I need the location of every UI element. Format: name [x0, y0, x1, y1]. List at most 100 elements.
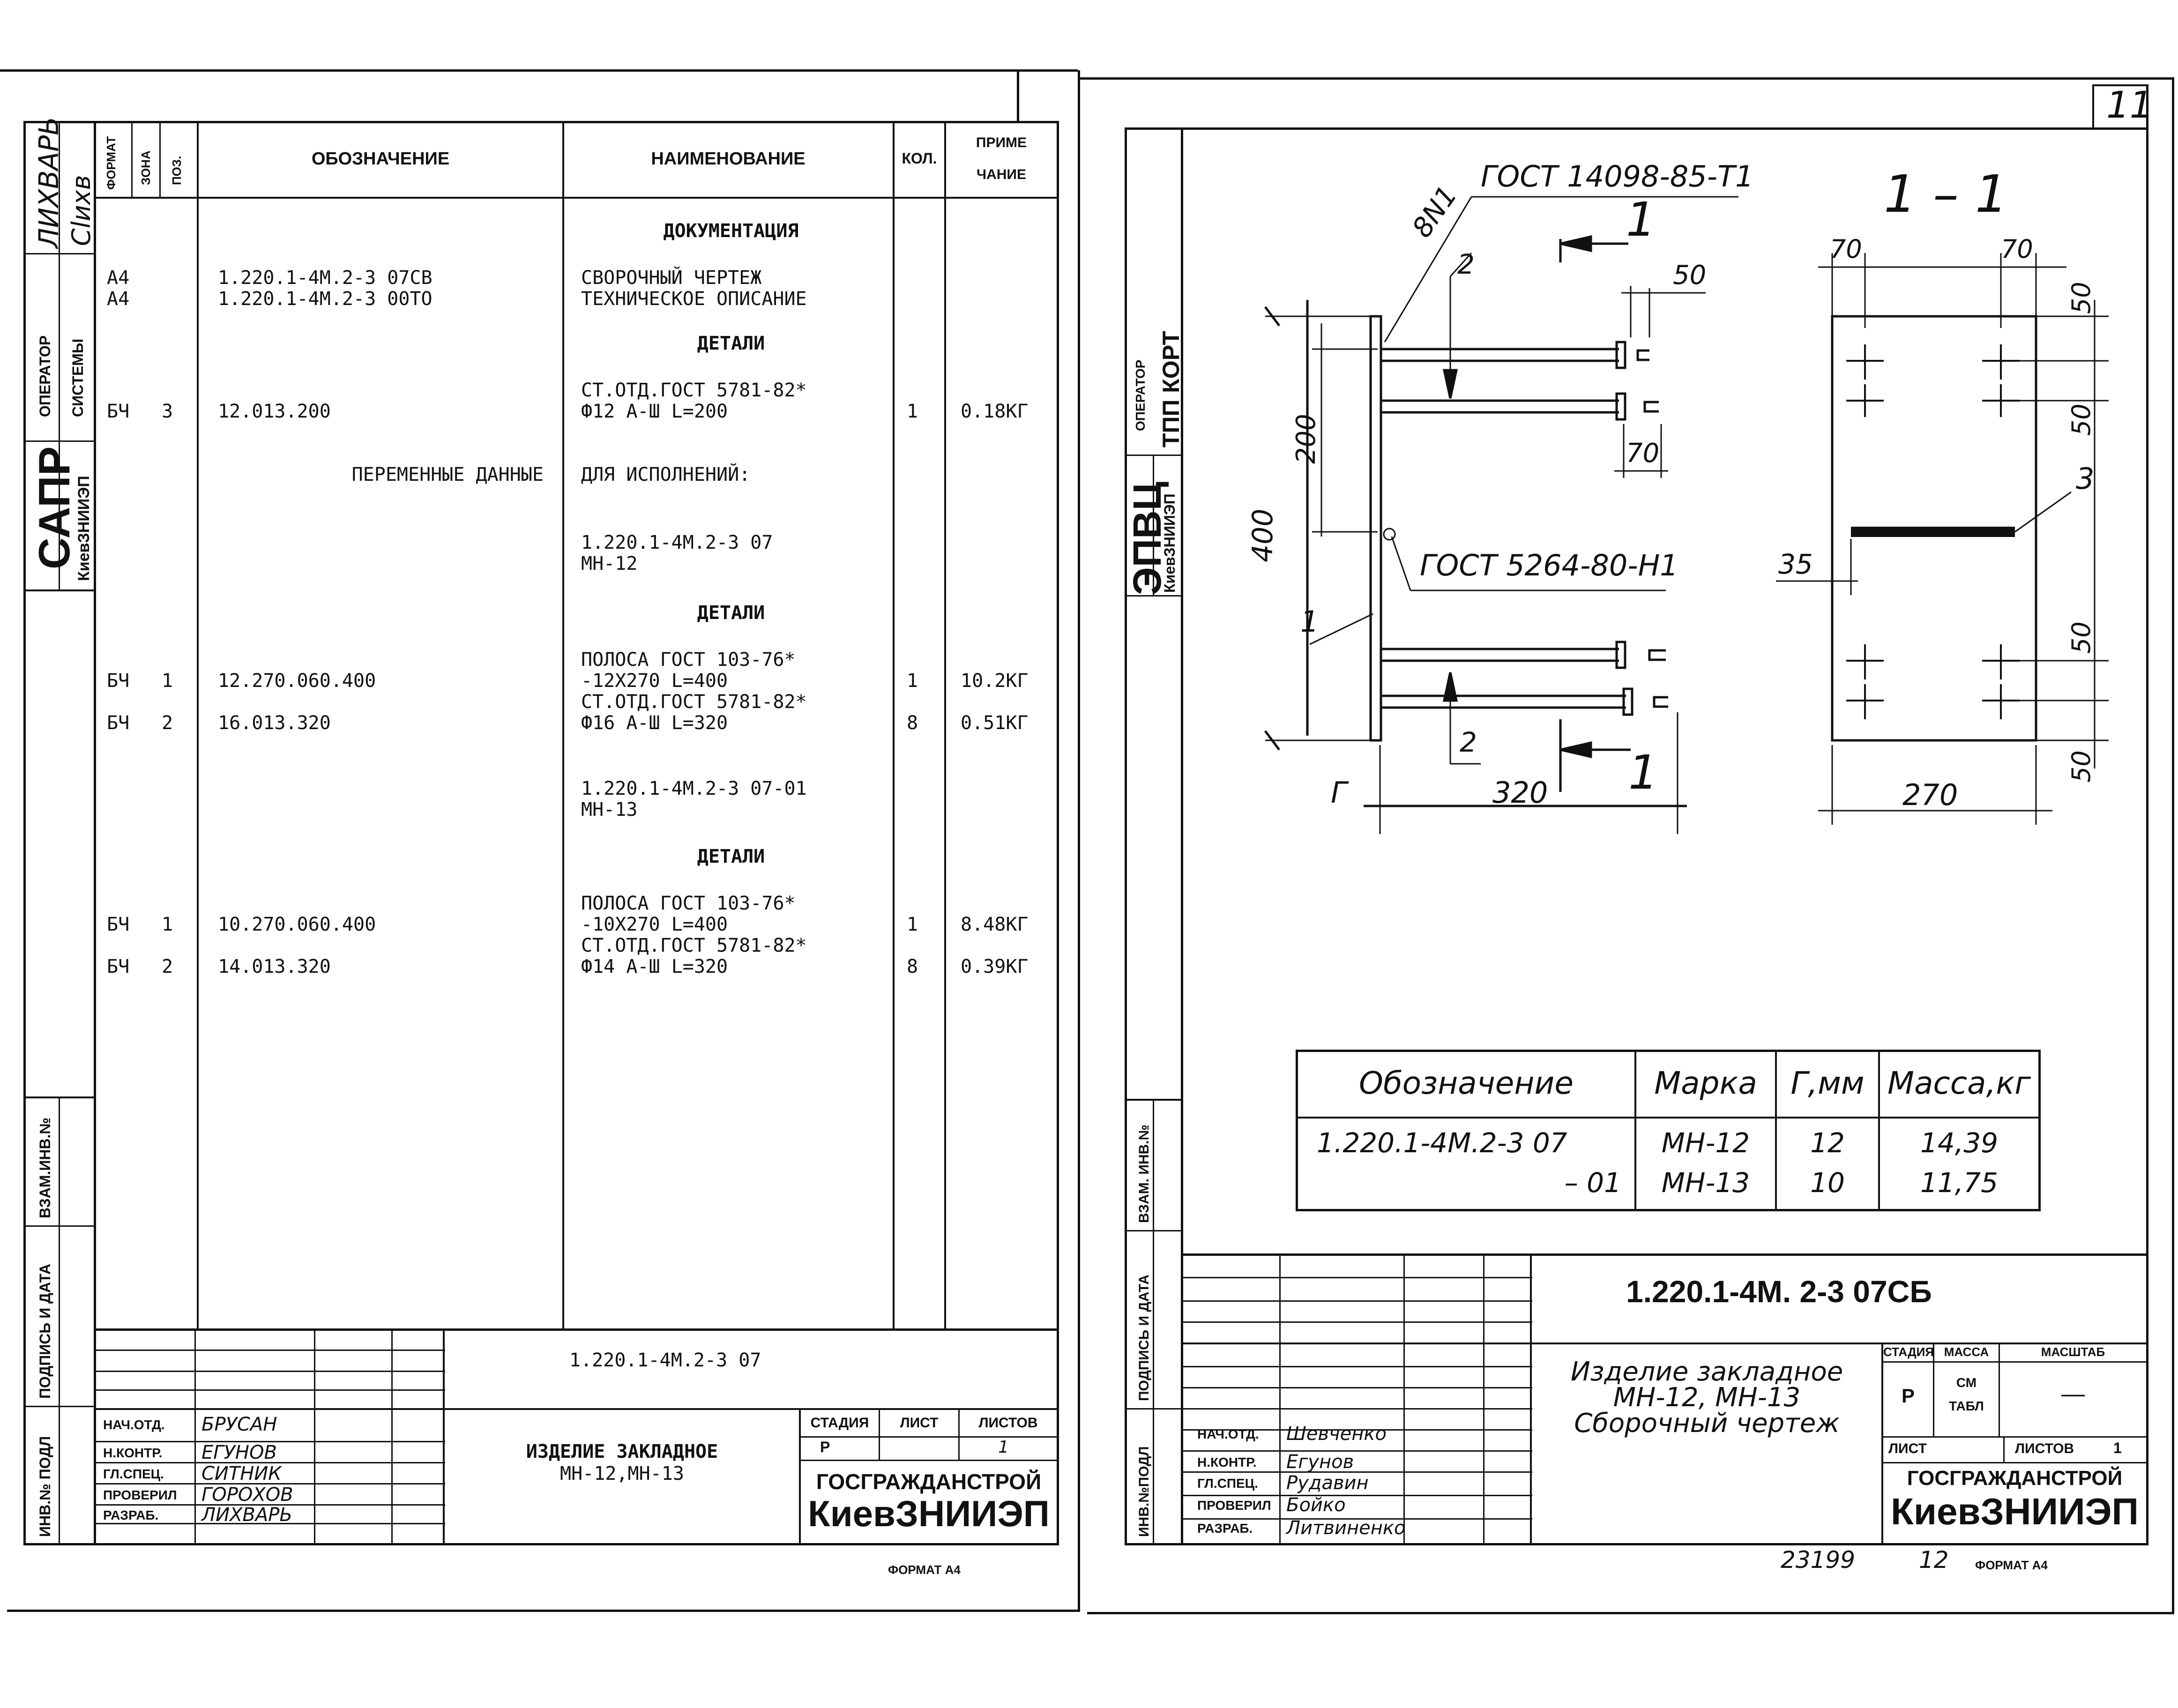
- spec-name: -10Х270 L=400: [581, 914, 728, 935]
- right-stamp-title-3: Сборочный чертеж: [1574, 1408, 1840, 1439]
- spec-name: ПОЛОСА ГОСТ 103-76*: [581, 893, 796, 914]
- stamp-role-name: Литвиненко: [1286, 1517, 1406, 1539]
- side-sapr: САПР: [30, 446, 79, 569]
- spec-section-heading: ДЕТАЛИ: [697, 602, 765, 624]
- variants-cell: 12: [1810, 1127, 1845, 1159]
- left-sheets: 1: [998, 1438, 1009, 1457]
- variants-header-cell: Марка: [1654, 1065, 1757, 1101]
- right-scale: —: [2061, 1380, 2085, 1407]
- variants-cell: 11,75: [1920, 1167, 1999, 1199]
- spec-format: БЧ: [107, 712, 130, 734]
- variants-cell: 14,39: [1920, 1127, 1999, 1159]
- stamp-role-name: Егунов: [1286, 1451, 1354, 1473]
- right-mass-2: ТАБЛ: [1949, 1399, 1984, 1413]
- right-stage: Р: [1901, 1385, 1915, 1407]
- section-label: 1 – 1: [1884, 164, 2008, 224]
- right-mass-label: МАССА: [1944, 1345, 1989, 1359]
- spec-name: Ф12 А-Ш L=200: [581, 401, 728, 422]
- cut-2-bottom: 2: [1460, 726, 1477, 758]
- right-mass-1: СМ: [1956, 1375, 1977, 1390]
- right-stamp-title-1: Изделие закладное: [1570, 1357, 1843, 1387]
- right-scale-label: МАСШТАБ: [2041, 1345, 2105, 1359]
- anchor-bars: [1381, 341, 1668, 716]
- hdr-qty: КОЛ.: [902, 150, 937, 167]
- spec-name: СТ.ОТД.ГОСТ 5781-82*: [581, 691, 807, 713]
- sec-50-c: 50: [2066, 621, 2096, 654]
- hdr-format: ФОРМАТ: [104, 136, 118, 190]
- spec-name: 1.220.1-4М.2-3 07-01: [581, 778, 807, 799]
- left-format: ФОРМАТ А4: [888, 1563, 961, 1577]
- spec-designation: 16.013.320: [218, 712, 331, 734]
- left-org-1: ГОСГРАЖДАНСТРОЙ: [816, 1469, 1042, 1494]
- pos-1-label: 1: [1300, 604, 1319, 639]
- stamp-role-name: Рудавин: [1286, 1472, 1369, 1494]
- left-stamp-title-1: ИЗДЕЛИЕ ЗАКЛАДНОЕ: [526, 1441, 718, 1462]
- spec-qty: 1: [907, 914, 918, 935]
- stamp-role-label: НАЧ.ОТД.: [103, 1417, 165, 1432]
- spec-name: СТ.ОТД.ГОСТ 5781-82*: [581, 935, 807, 956]
- dim-200: 200: [1291, 414, 1321, 464]
- side-name-hand: ЛИХВАРЬ: [33, 117, 65, 248]
- spec-format: А4: [107, 267, 130, 289]
- side-vzam: ВЗАМ.ИНВ.№: [37, 1117, 53, 1218]
- dim-50-a: 50: [1673, 260, 1707, 291]
- stamp-role-name: Шевченко: [1286, 1423, 1387, 1445]
- sheet-number: 11: [2106, 84, 2153, 127]
- stamp-role-name: БРУСАН: [201, 1414, 277, 1435]
- spec-pos: 2: [162, 712, 173, 734]
- spec-format: БЧ: [107, 670, 130, 692]
- spec-pos: 2: [162, 956, 173, 977]
- hdr-designation: ОБОЗНАЧЕНИЕ: [311, 149, 450, 169]
- spec-name: Ф14 А-Ш L=320: [581, 956, 728, 977]
- stamp-role-label: НАЧ.ОТД.: [1197, 1427, 1259, 1441]
- side-inv: ИНВ.№ ПОДЛ: [37, 1436, 53, 1537]
- dim-320: 320: [1492, 776, 1548, 810]
- variants-header-cell: Масса,кг: [1887, 1065, 2031, 1101]
- stamp-role-label: РАЗРАБ.: [1197, 1521, 1253, 1536]
- stamp-role-name: Бойко: [1286, 1494, 1346, 1516]
- right-stamp-code: 1.220.1-4М. 2-3 07СБ: [1626, 1274, 1932, 1309]
- spec-name: ПОЛОСА ГОСТ 103-76*: [581, 649, 796, 671]
- variants-cell: 1.220.1-4М.2-3 07: [1317, 1127, 1567, 1159]
- spec-format: БЧ: [107, 914, 130, 935]
- hdr-pos: ПОЗ.: [170, 156, 184, 185]
- stamp-role-label: ПРОВЕРИЛ: [103, 1488, 177, 1502]
- stamp-role-name: СИТНИК: [201, 1463, 282, 1484]
- stamp-role-label: Н.КОНТР.: [103, 1446, 163, 1460]
- sec-270: 270: [1902, 778, 1958, 812]
- left-sheets-label: ЛИСТОВ: [978, 1415, 1038, 1431]
- right-side-tpp: ТПП КОРТ: [1158, 331, 1184, 448]
- spec-name: ТЕХНИЧЕСКОЕ ОПИСАНИЕ: [581, 288, 807, 310]
- spec-qty: 1: [907, 670, 918, 692]
- weld-mark: 8N1: [1406, 179, 1463, 244]
- stamp-role-label: ПРОВЕРИЛ: [1197, 1498, 1271, 1513]
- spec-pos: 1: [162, 670, 173, 692]
- spec-name: МН-12: [581, 553, 638, 574]
- sec-50-a: 50: [2066, 282, 2096, 314]
- left-stamp-code: 1.220.1-4М.2-3 07: [569, 1350, 761, 1371]
- spec-note: 8.48КГ: [961, 914, 1029, 935]
- spec-designation: 10.270.060.400: [218, 914, 376, 935]
- right-num-2: 12: [1919, 1546, 1949, 1574]
- plate-front-view: [1831, 315, 2037, 742]
- dim-70-a: 70: [1626, 438, 1660, 469]
- sec-70-b: 70: [2001, 234, 2033, 264]
- spec-qty: 1: [907, 401, 918, 422]
- cut-2-top: 2: [1457, 248, 1475, 280]
- dim-400: 400: [1246, 508, 1279, 562]
- left-stage-label: СТАДИЯ: [810, 1415, 869, 1431]
- spec-qty: 8: [907, 956, 918, 977]
- stamp-role-name: ЕГУНОВ: [201, 1442, 277, 1463]
- spec-pos: 3: [162, 401, 173, 422]
- side-kiev: КиевЗНИИЭП: [75, 476, 93, 581]
- right-side-vzam: ВЗАМ. ИНВ.№: [1136, 1124, 1152, 1223]
- right-side-kiev: КиевЗНИИЭП: [1161, 493, 1178, 593]
- stamp-role-name: ГОРОХОВ: [201, 1484, 293, 1506]
- stamp-role-label: Н.КОНТР.: [1197, 1455, 1257, 1469]
- spec-name: МН-13: [581, 799, 638, 820]
- side-operator: ОПЕРАТОР: [37, 335, 53, 417]
- spec-name: Ф16 А-Ш L=320: [581, 712, 728, 734]
- stamp-role-label: ГЛ.СПЕЦ.: [103, 1467, 164, 1481]
- sec-70-a: 70: [1830, 234, 1862, 264]
